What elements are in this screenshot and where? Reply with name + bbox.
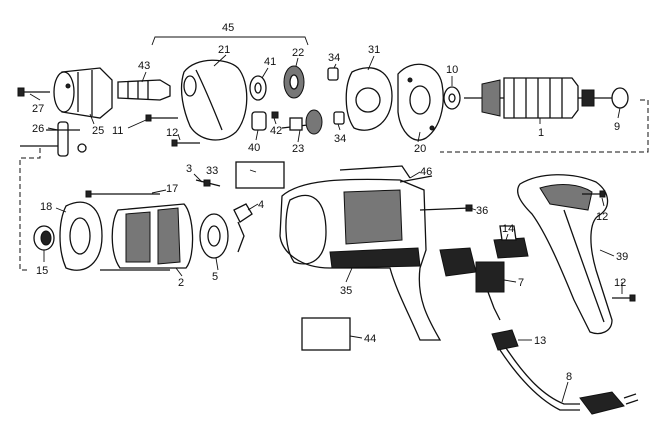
callout-27: 27 — [32, 103, 44, 115]
part-20-end-plate — [397, 63, 444, 141]
callout-21: 21 — [218, 44, 230, 56]
part-23-pinion-shaft — [281, 109, 323, 135]
callout-41: 41 — [264, 56, 276, 68]
part-2-field — [100, 203, 194, 271]
part-35-motor-housing — [279, 165, 442, 341]
callout-39: 39 — [616, 251, 628, 263]
part-7-switch — [439, 247, 505, 321]
part-34-washer-upper — [327, 67, 339, 81]
part-5-brush-holder — [199, 213, 229, 259]
part-33-label-plate — [235, 161, 285, 189]
part-17-screw — [85, 190, 160, 198]
part-40-bearing — [251, 111, 267, 131]
group-45-bracket — [151, 36, 309, 46]
part-10-bearing — [443, 86, 461, 110]
callout-26: 26 — [32, 123, 44, 135]
callout-8: 8 — [566, 371, 572, 383]
callout-31: 31 — [368, 44, 380, 56]
part-27-screw — [17, 87, 50, 97]
callout-9: 9 — [614, 121, 620, 133]
part-34-washer-lower — [333, 111, 345, 125]
callout-40: 40 — [248, 142, 260, 154]
part-44-label — [301, 317, 351, 351]
part-21-gear-case — [180, 59, 248, 141]
callout-labels: 45 21 22 41 34 31 10 43 27 25 26 11 12 4… — [32, 22, 628, 383]
part-8-power-cord — [499, 347, 639, 415]
callout-20: 20 — [414, 143, 426, 155]
part-42-key — [271, 111, 279, 119]
callout-3: 3 — [186, 163, 192, 175]
callout-35: 35 — [340, 285, 352, 297]
part-41-bearing — [249, 75, 267, 101]
part-3-screw — [195, 179, 221, 187]
part-39-handle — [517, 174, 613, 335]
part-26-chuck-key — [20, 121, 87, 157]
callout-11: 11 — [112, 125, 123, 137]
part-9-bearing — [611, 87, 629, 109]
callout-5: 5 — [212, 271, 218, 283]
callout-33: 33 — [206, 165, 218, 177]
callout-17: 17 — [166, 183, 178, 195]
part-36-screw — [419, 204, 473, 212]
callout-10: 10 — [446, 64, 458, 76]
part-25-chuck — [53, 67, 113, 119]
callout-44: 44 — [364, 333, 376, 345]
callout-18: 18 — [40, 201, 52, 213]
callout-12-upper: 12 — [166, 127, 178, 139]
callout-1: 1 — [538, 127, 544, 139]
part-4-brushes — [233, 203, 253, 253]
part-12-screw-upper — [171, 139, 200, 147]
part-46-screw — [399, 175, 433, 183]
callout-12-right-lower: 12 — [614, 277, 626, 289]
dashed-frame-left — [19, 148, 41, 271]
part-13-cord-protector — [491, 329, 519, 351]
callout-34-upper: 34 — [328, 52, 340, 64]
part-1-armature — [464, 77, 612, 119]
callout-45: 45 — [222, 22, 234, 34]
part-14-switch-trigger — [493, 225, 529, 259]
part-31-baffle — [345, 67, 393, 131]
callout-2: 2 — [178, 277, 184, 289]
callout-7: 7 — [518, 277, 524, 289]
callout-12-right-upper: 12 — [596, 211, 608, 223]
callout-46: 46 — [420, 166, 432, 178]
callout-36: 36 — [476, 205, 488, 217]
callout-23: 23 — [292, 143, 304, 155]
leader-lines — [29, 54, 623, 403]
part-22-gear — [283, 65, 305, 99]
part-15-brush-cap — [33, 225, 55, 251]
part-43-spindle — [117, 79, 171, 101]
callout-22: 22 — [292, 47, 304, 59]
callout-43: 43 — [138, 60, 150, 72]
part-12-screw-right-upper — [582, 190, 606, 198]
part-18-end-cap — [59, 201, 103, 271]
callout-4: 4 — [258, 199, 264, 211]
callout-15: 15 — [36, 265, 48, 277]
callout-13: 13 — [534, 335, 546, 347]
callout-42: 42 — [270, 125, 282, 137]
part-11-screw — [145, 114, 178, 122]
callout-34-lower: 34 — [334, 133, 346, 145]
dashed-frame-right — [440, 99, 649, 153]
callout-25: 25 — [92, 125, 104, 137]
part-12-screw-right-lower — [612, 294, 636, 302]
callout-14: 14 — [502, 223, 514, 235]
